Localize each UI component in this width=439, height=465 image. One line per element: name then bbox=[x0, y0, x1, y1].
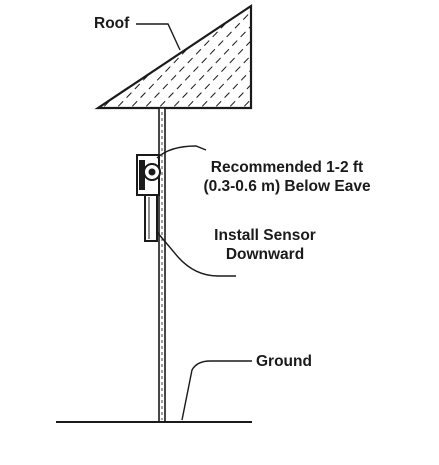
roof-hatching bbox=[0, 0, 439, 115]
ground-label: Ground bbox=[256, 353, 312, 370]
ground-leader bbox=[181, 360, 252, 421]
hatch-line bbox=[165, 6, 251, 108]
hatch-line bbox=[0, 0, 80, 115]
sensor-device bbox=[136, 154, 161, 242]
hatch-line bbox=[278, 0, 388, 115]
install-direction-label: Install Sensor Downward bbox=[200, 226, 330, 264]
hatch-line bbox=[348, 0, 439, 115]
install-line-1: Install Sensor bbox=[214, 227, 316, 244]
roof-leader bbox=[136, 23, 181, 51]
recommended-line-2: (0.3-0.6 m) Below Eave bbox=[203, 178, 371, 195]
hatch-line bbox=[0, 0, 94, 115]
hatch-line bbox=[98, 6, 109, 108]
recommended-height-label: Recommended 1-2 ft (0.3-0.6 m) Below Eav… bbox=[202, 158, 372, 196]
hatch-line bbox=[249, 6, 251, 108]
hatch-line bbox=[137, 6, 249, 108]
hatch-line bbox=[151, 6, 251, 108]
roof-label: Roof bbox=[94, 15, 130, 32]
hatch-line bbox=[179, 6, 251, 108]
hatch-line bbox=[221, 6, 251, 108]
hatch-line bbox=[292, 0, 402, 115]
install-leader bbox=[156, 231, 236, 277]
hatch-line bbox=[306, 0, 416, 115]
hatch-line bbox=[320, 0, 430, 115]
recommended-leader bbox=[156, 145, 207, 159]
hatch-line bbox=[207, 6, 251, 108]
hatch-line bbox=[123, 6, 235, 108]
install-line-2: Downward bbox=[225, 246, 305, 263]
recommended-line-1: Recommended 1-2 ft bbox=[210, 159, 364, 176]
roof-shape bbox=[0, 0, 439, 115]
hatch-line bbox=[235, 6, 251, 108]
hatch-line bbox=[264, 0, 374, 115]
hatch-line bbox=[193, 6, 251, 108]
hatch-line bbox=[334, 0, 439, 115]
